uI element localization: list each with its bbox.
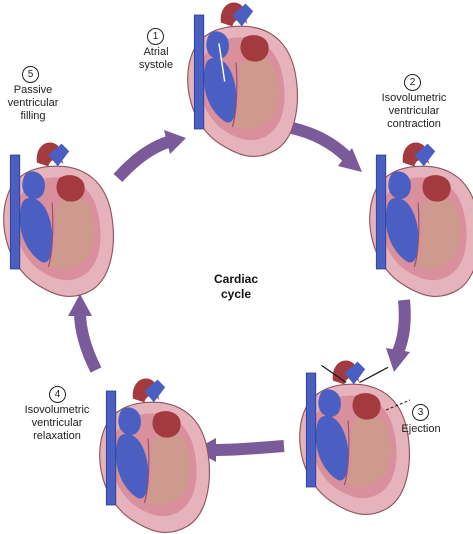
stage-5-label: Passive ventricular filling	[4, 84, 62, 123]
stage-3-label-line: Ejection	[401, 423, 441, 435]
stage-5-label-line: Passive	[13, 84, 53, 96]
center-title-line: Cardiac	[213, 272, 259, 286]
heart-stage-2-isovolumetric-contraction	[369, 141, 473, 298]
cycle-arrow-1-to-2	[290, 122, 362, 172]
heart-stage-1-atrial-systole	[187, 1, 298, 158]
cycle-arrow-4-to-5	[68, 294, 102, 373]
stage-3-label: Ejection	[394, 423, 448, 436]
stage-5-number: 5	[22, 66, 39, 83]
stage-3-number: 3	[412, 404, 429, 421]
stage-2-label-line: Isovolumetric	[381, 92, 447, 104]
cycle-arrow-2-to-3	[386, 299, 411, 372]
center-title-line: cycle	[220, 287, 252, 301]
stage-4-number: 4	[49, 386, 66, 403]
stage-1-label-line: Atrial	[143, 46, 169, 58]
stage-4-label-line: Isovolumetric	[24, 404, 90, 416]
stage-5-label-line: ventricular	[7, 97, 59, 109]
stage-1-label-line: systole	[138, 59, 174, 71]
heart-stage-3-ejection	[299, 359, 410, 516]
stage-1-number: 1	[147, 28, 164, 45]
stage-4-label-line: ventricular	[31, 417, 83, 429]
leader-line-stage-3	[385, 399, 411, 411]
center-title: Cardiac cycle	[196, 272, 276, 302]
stage-1-label: Atrial systole	[130, 46, 182, 72]
stage-4-label-line: relaxation	[33, 430, 81, 442]
stage-2-label-line: contraction	[387, 118, 441, 130]
stage-2-number: 2	[404, 74, 421, 91]
stage-2-label: Isovolumetric ventricular contraction	[374, 92, 454, 131]
stage-5-label-line: filling	[20, 110, 46, 122]
stage-2-label-line: ventricular	[388, 105, 440, 117]
heart-stage-5-passive-filling	[3, 141, 114, 298]
stage-4-label: Isovolumetric ventricular relaxation	[16, 404, 98, 443]
cycle-arrow-5-to-1	[113, 130, 186, 183]
heart-stage-4-isovolumetric-relaxation	[99, 377, 210, 534]
